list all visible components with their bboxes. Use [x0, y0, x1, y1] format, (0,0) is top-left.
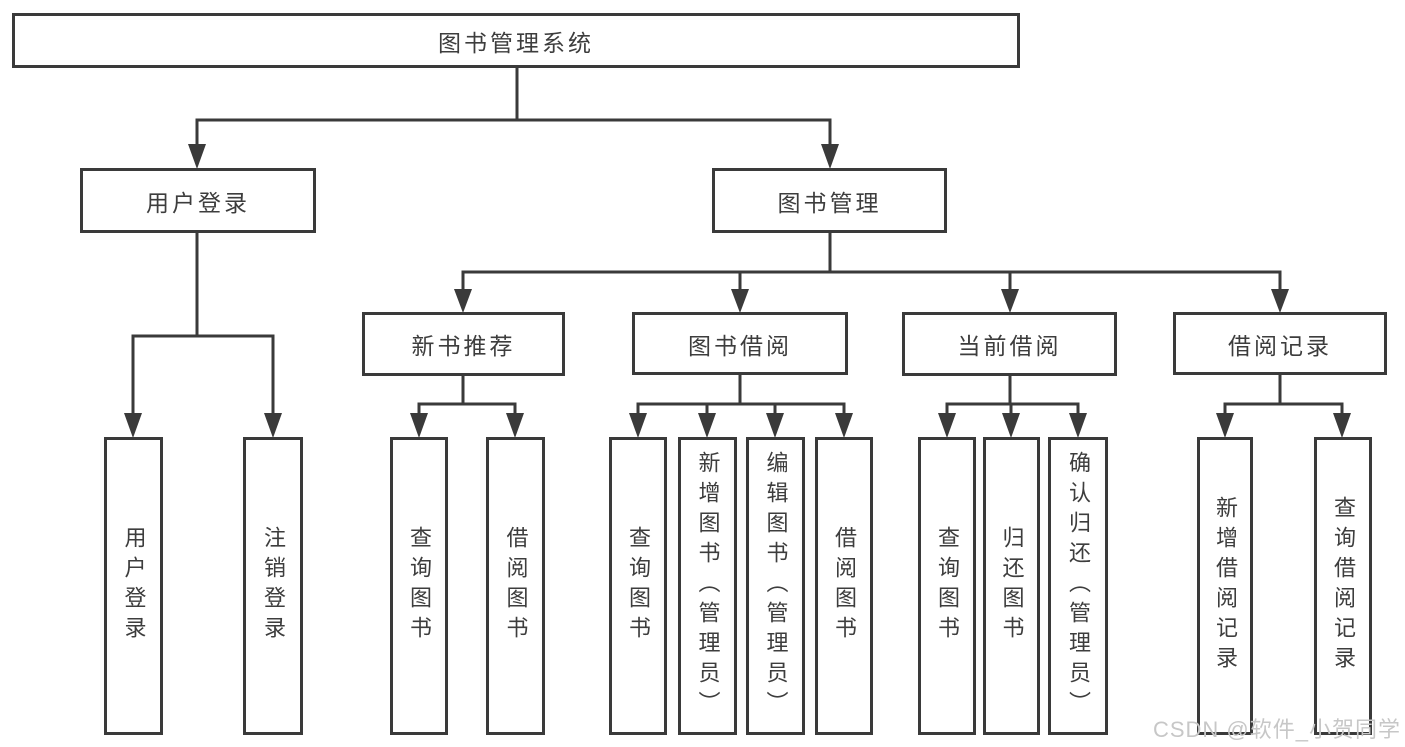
- node-borrow-records: 借阅记录: [1173, 312, 1387, 375]
- node-new-book-recommend: 新书推荐: [362, 312, 565, 376]
- leaf-current-return-books-label: 归还图书: [999, 526, 1025, 646]
- leaf-borrow-add-books: 新增图书（管理员）: [678, 437, 737, 735]
- leaf-borrow-edit-books-label: 编辑图书（管理员）: [763, 451, 789, 721]
- leaf-user-login: 用户登录: [104, 437, 163, 735]
- connector-book-management-to-level3: [461, 231, 1282, 295]
- leaf-logout: 注销登录: [243, 437, 303, 735]
- connector-records-to-leaves: [1223, 373, 1344, 422]
- leaf-records-query-record-label: 查询借阅记录: [1331, 496, 1356, 676]
- connector-user-login-to-leaves: [131, 231, 275, 422]
- leaf-borrow-query-books-label: 查询图书: [626, 526, 651, 646]
- leaf-current-query-books-label: 查询图书: [935, 526, 960, 646]
- node-book-management-label: 图书管理: [777, 189, 882, 216]
- leaf-recommend-query-books-label: 查询图书: [407, 526, 432, 646]
- leaf-current-return-books: 归还图书: [983, 437, 1040, 735]
- node-borrow-records-label: 借阅记录: [1228, 332, 1332, 359]
- node-user-login-label: 用户登录: [146, 189, 250, 216]
- node-book-management: 图书管理: [712, 168, 947, 233]
- connector-book-borrow-to-leaves: [636, 373, 846, 422]
- node-book-borrow-label: 图书借阅: [688, 332, 792, 359]
- node-current-borrow-label: 当前借阅: [957, 333, 1062, 359]
- csdn-watermark: CSDN @软件_小贺同学: [1152, 717, 1401, 742]
- node-new-book-recommend-label: 新书推荐: [411, 333, 516, 359]
- leaf-borrow-edit-books: 编辑图书（管理员）: [746, 437, 805, 735]
- leaf-records-add-record-label: 新增借阅记录: [1213, 496, 1238, 676]
- connector-root-to-level2: [195, 66, 832, 152]
- leaf-borrow-query-books: 查询图书: [609, 437, 667, 735]
- leaf-recommend-query-books: 查询图书: [390, 437, 448, 735]
- connector-new-book-to-leaves: [417, 374, 517, 422]
- node-book-borrow: 图书借阅: [632, 312, 848, 375]
- leaf-borrow-add-books-label: 新增图书（管理员）: [695, 451, 721, 721]
- leaf-borrow-borrow-books-label: 借阅图书: [832, 526, 857, 646]
- node-user-login: 用户登录: [80, 168, 316, 233]
- leaf-records-query-record: 查询借阅记录: [1314, 437, 1372, 735]
- leaf-recommend-borrow-books: 借阅图书: [486, 437, 545, 735]
- node-current-borrow: 当前借阅: [902, 312, 1117, 376]
- leaf-records-add-record: 新增借阅记录: [1197, 437, 1253, 735]
- connector-current-borrow-to-leaves: [945, 374, 1080, 422]
- node-root-label: 图书管理系统: [438, 29, 594, 56]
- leaf-recommend-borrow-books-label: 借阅图书: [503, 526, 529, 646]
- leaf-user-login-label: 用户登录: [121, 526, 147, 646]
- leaf-current-confirm-return-label: 确认归还（管理员）: [1066, 451, 1091, 721]
- node-root: 图书管理系统: [12, 13, 1020, 68]
- leaf-current-query-books: 查询图书: [918, 437, 976, 735]
- leaf-borrow-borrow-books: 借阅图书: [815, 437, 873, 735]
- arrow-down-icons: [124, 144, 1351, 438]
- leaf-logout-label: 注销登录: [261, 526, 286, 646]
- leaf-current-confirm-return: 确认归还（管理员）: [1048, 437, 1108, 735]
